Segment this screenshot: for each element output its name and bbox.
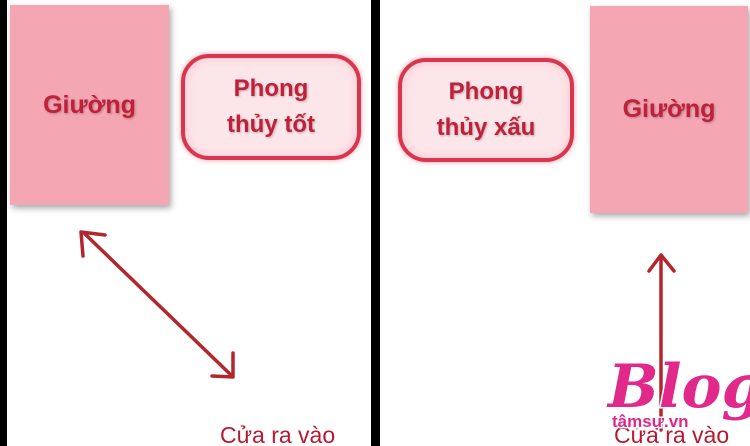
bubble-line-1: Phong (448, 78, 524, 105)
right-panel: Phong thủy xấu Giường Cửa ra vào (380, 0, 750, 446)
bubble-text: Phong thủy tốt (227, 71, 315, 143)
watermark-brand: Blog (606, 351, 750, 424)
bad-fengshui-bubble: Phong thủy xấu (398, 58, 574, 162)
watermark-site: tâmsự.vn (611, 411, 691, 433)
good-fengshui-bubble: Phong thủy tốt (181, 54, 361, 160)
double-arrow-icon (79, 230, 235, 379)
bed-label: Giường (622, 95, 716, 123)
bed-box: Giường (590, 6, 748, 213)
left-panel: Giường Phong thủy tốt Cửa ra vào (7, 0, 371, 446)
bubble-line-2: thủy xấu (436, 114, 536, 141)
bed-label: Giường (43, 90, 136, 119)
bubble-line-1: Phong (233, 75, 309, 102)
blog-watermark-logo: Blog tâmsự.vn (600, 351, 750, 446)
door-label: Cửa ra vào (614, 422, 730, 446)
door-label: Cửa ra vào (220, 422, 336, 446)
bubble-line-2: thủy tốt (227, 111, 315, 138)
up-arrow-icon (647, 253, 676, 432)
bed-box: Giường (10, 5, 169, 205)
bubble-text: Phong thủy xấu (437, 74, 536, 146)
